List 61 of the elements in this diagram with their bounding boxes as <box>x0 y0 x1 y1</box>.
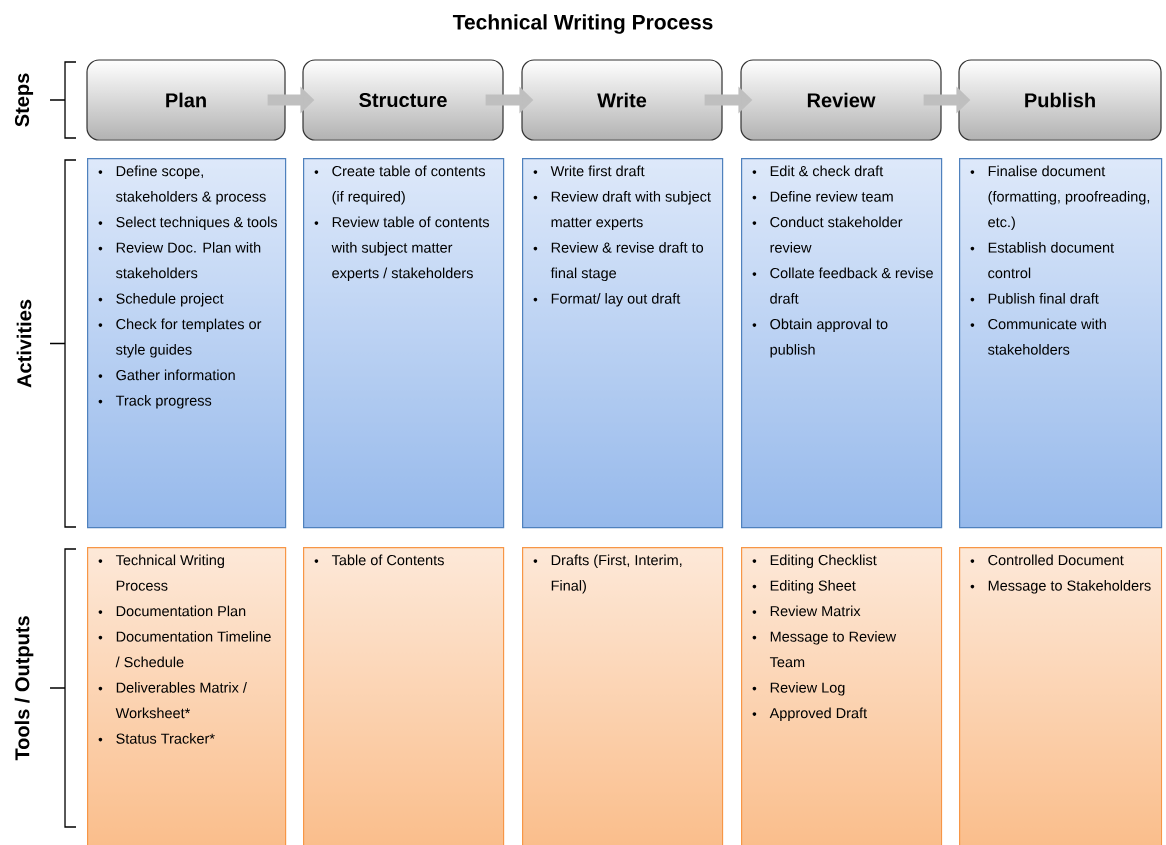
step-box <box>86 59 286 141</box>
list-item: Collate feedback & revise draft <box>770 267 933 304</box>
list-item: Review & revise draft to final stage <box>550 242 704 282</box>
list-item: Review draft with subject matter experts <box>551 191 711 231</box>
output-box <box>959 547 1163 845</box>
list-item: Define review team <box>770 191 893 202</box>
activity-box <box>303 158 505 529</box>
list-item: Gather information <box>116 369 235 381</box>
step-box <box>740 59 942 141</box>
list-item: Select techniques & tools <box>116 216 278 231</box>
step-box <box>958 59 1162 141</box>
activity-box <box>741 158 943 529</box>
list-item: Format/ lay out draft <box>551 293 681 307</box>
step-name: Publish <box>1025 92 1095 108</box>
list-item: Review table of contents with subject matter experts / stakeholders <box>331 216 490 282</box>
row-label: Steps <box>14 73 34 127</box>
list-item: Approved Draft <box>769 707 867 722</box>
row-label: Tools / Outputs <box>14 616 34 761</box>
list-item: Obtain approval to publish <box>770 318 888 358</box>
list-item: Review Matrix <box>770 605 861 617</box>
list-item: Create table of contents (if required) <box>332 165 485 205</box>
list-item: Write first draft <box>550 165 645 177</box>
output-box <box>303 547 505 845</box>
list-item: Message to Stakeholders <box>988 580 1151 594</box>
step-name: Write <box>597 92 647 108</box>
list-item: Track progress <box>115 395 212 409</box>
title: Technical Writing Process <box>452 14 713 34</box>
list-item: Editing Sheet <box>770 580 856 594</box>
step-box <box>302 59 504 141</box>
list-item: Check for templates or style guides <box>116 318 262 358</box>
row-label: Activities <box>16 299 32 388</box>
list-item: Editing Checklist <box>770 554 877 569</box>
output-box <box>87 547 287 845</box>
activity-box <box>87 158 287 529</box>
list-item: Documentation Timeline / Schedule <box>115 631 271 668</box>
list-item: Publish final draft <box>988 293 1099 304</box>
list-item: Schedule project <box>116 293 224 307</box>
step-name: Review <box>807 92 876 108</box>
list-item: Define scope, stakeholders & process <box>116 165 266 205</box>
step-name: Structure <box>359 92 447 108</box>
output-box <box>741 547 943 845</box>
list-item: Communicate with stakeholders <box>988 318 1106 355</box>
list-item: Review Doc. Plan with stakeholders <box>116 242 261 279</box>
list-item: Message to Review Team <box>769 631 897 668</box>
step-name: Plan <box>166 92 206 108</box>
list-item: Controlled Document <box>988 554 1124 566</box>
list-item: Finalise document (formatting, proofreading, etc.) <box>988 165 1150 231</box>
list-item: Review Log <box>770 682 845 696</box>
output-box <box>522 547 724 845</box>
list-item: Documentation Plan <box>116 605 246 617</box>
list-item: Drafts (First, Interim, Final) <box>551 554 682 594</box>
list-item: Edit & check draft <box>770 165 884 177</box>
list-item: Establish document control <box>988 242 1114 279</box>
list-item: Conduct stakeholder review <box>770 216 903 253</box>
activity-box <box>522 158 724 529</box>
list-item: Technical Writing Process <box>115 554 224 591</box>
step-box <box>521 59 723 141</box>
list-item: Status Tracker* <box>116 733 215 744</box>
activity-box <box>959 158 1163 529</box>
list-item: Table of Contents <box>331 554 444 566</box>
list-item: Deliverables Matrix / Worksheet* <box>115 682 247 719</box>
